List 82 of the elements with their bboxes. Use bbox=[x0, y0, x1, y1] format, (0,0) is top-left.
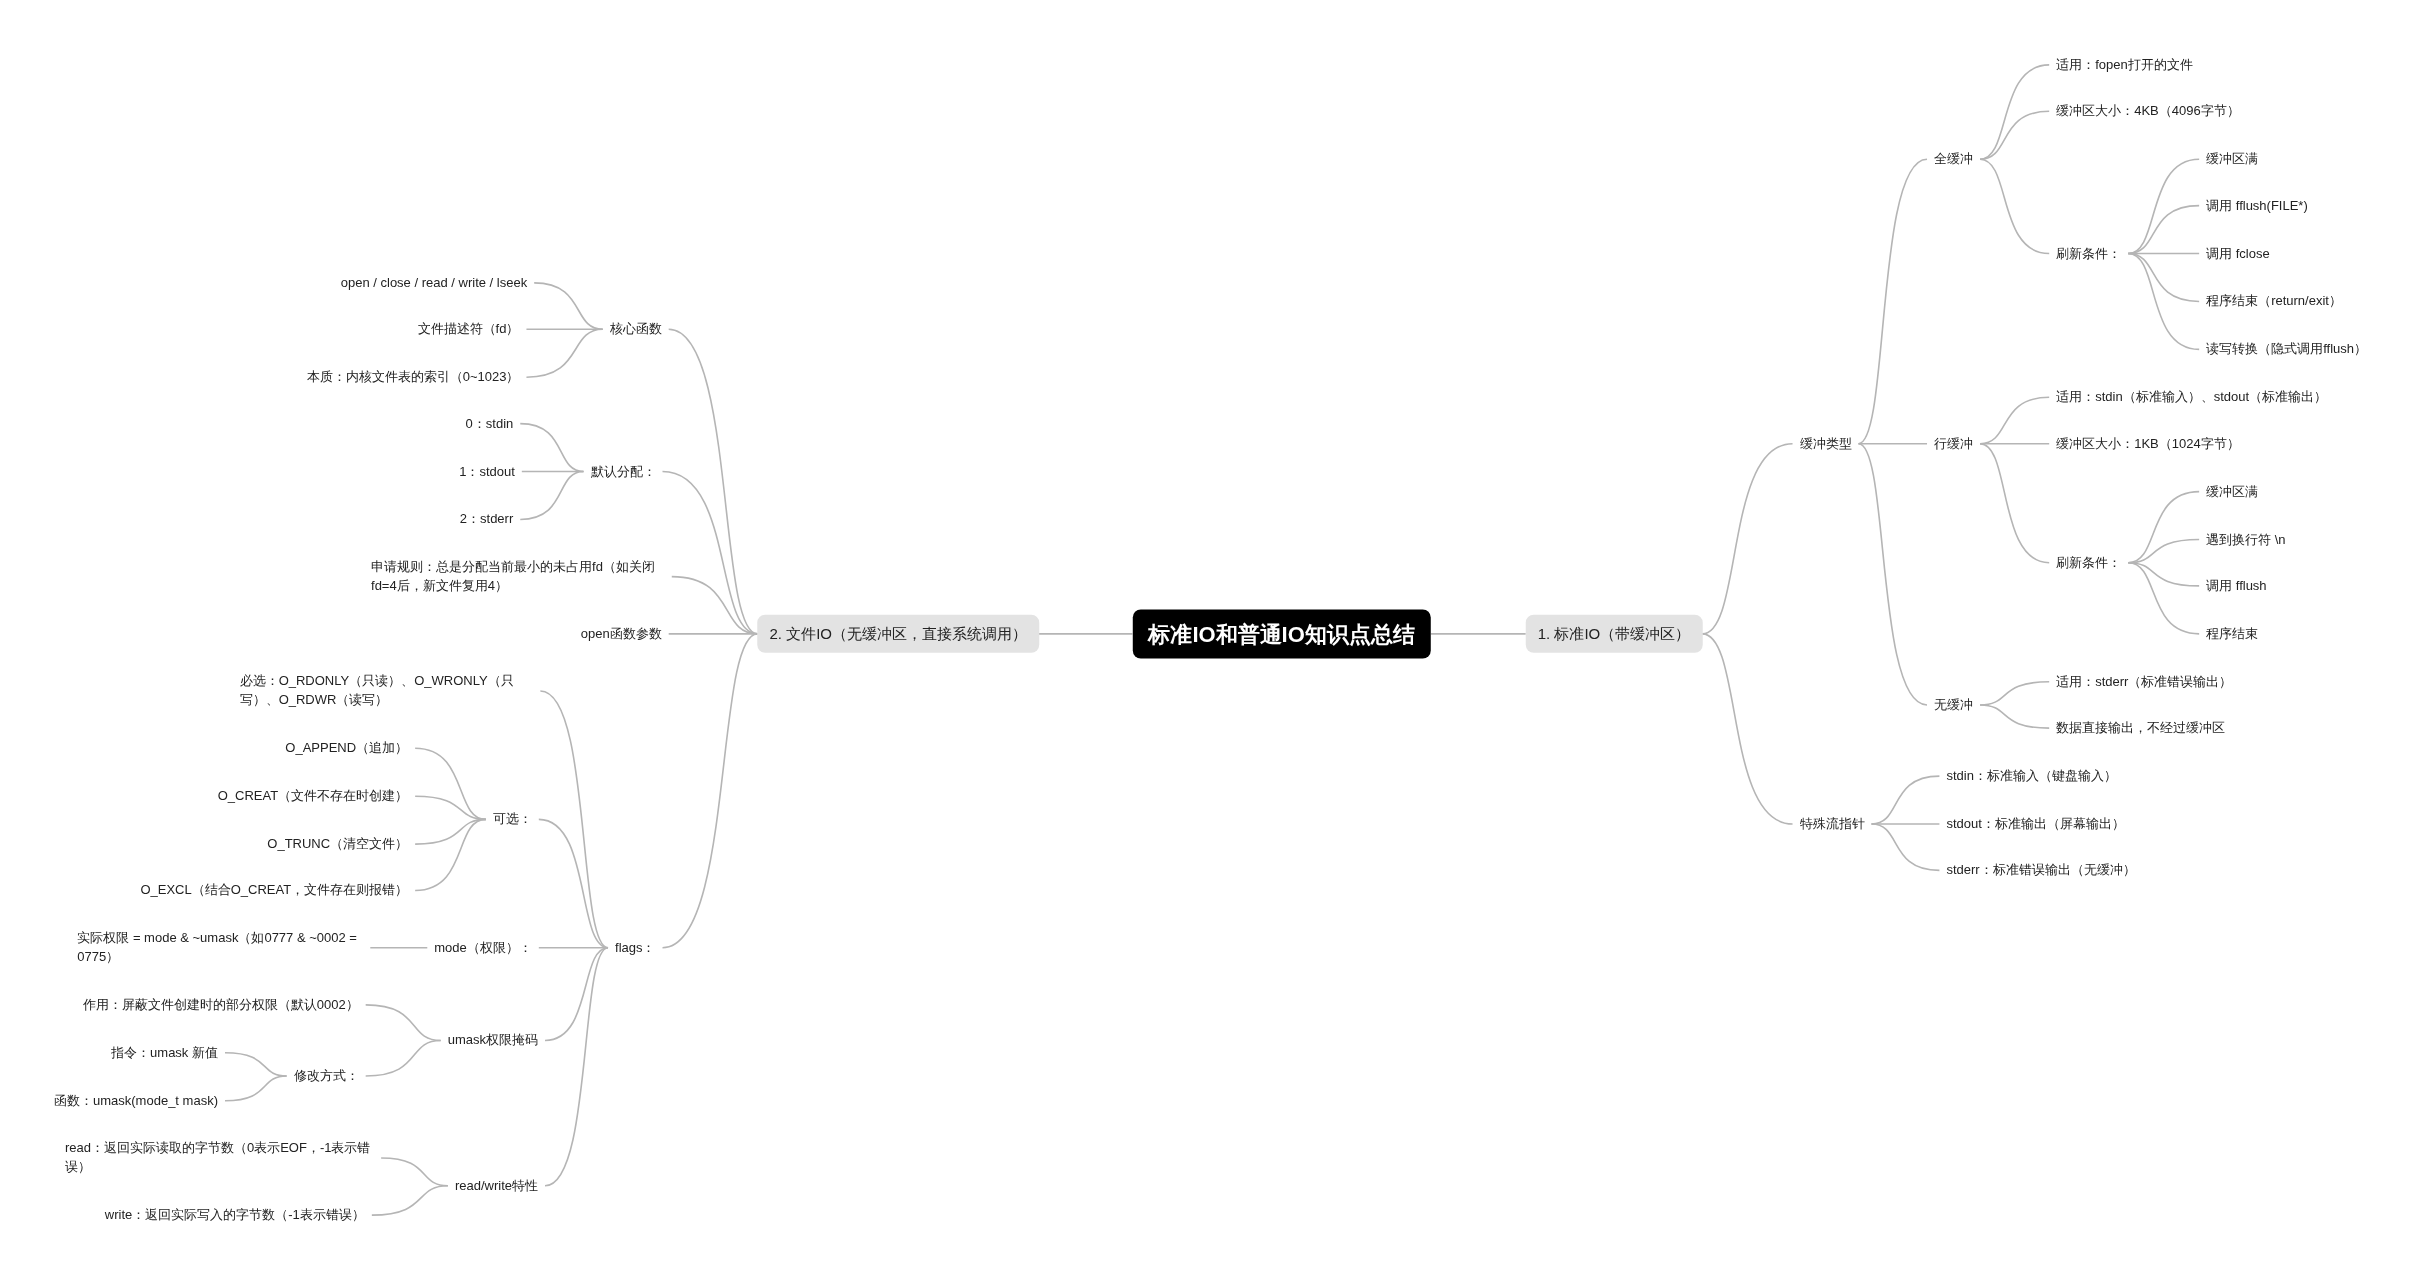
connector-line bbox=[1979, 158, 2050, 255]
topic-label: 刷新条件： bbox=[2056, 244, 2122, 263]
topic-label: 核心函数 bbox=[609, 319, 662, 339]
topic-label: 0：stdin bbox=[465, 414, 514, 433]
topic-label: umask权限掩码 bbox=[447, 1031, 538, 1050]
connector-line bbox=[519, 470, 585, 521]
topic-label: O_CREAT（文件不存在时创建） bbox=[217, 786, 409, 806]
topic-label: read/write特性 bbox=[454, 1176, 538, 1196]
topic-label: flags： bbox=[615, 938, 656, 958]
topic-label: 适用：stderr（标准错误输出） bbox=[2056, 672, 2233, 692]
connector-line bbox=[544, 946, 609, 1042]
connector-line bbox=[1979, 110, 2050, 161]
topic-label: read：返回实际读取的字节数（0表示EOF，-1表示错误） bbox=[64, 1139, 375, 1177]
topic-label: 文件描述符（fd） bbox=[417, 319, 520, 339]
connector-line bbox=[369, 946, 429, 949]
topic-box: 1. 标准IO（带缓冲区） bbox=[1525, 614, 1703, 654]
topic-label: 数据直接输出，不经过缓冲区 bbox=[2056, 718, 2226, 738]
topic-label: 默认分配： bbox=[590, 462, 656, 481]
topic-label: stderr：标准错误输出（无缓冲） bbox=[1946, 860, 2136, 880]
topic-label: stdin：标准输入（键盘输入） bbox=[1946, 766, 2117, 786]
topic-label: 缓冲区满 bbox=[2206, 482, 2259, 502]
topic-label: O_APPEND（追加） bbox=[285, 738, 409, 758]
topic-label: 遇到换行符 \n bbox=[2206, 530, 2286, 549]
topic-label: 缓冲区满 bbox=[2206, 149, 2259, 169]
topic-label: 读写转换（隐式调用fflush） bbox=[2206, 339, 2367, 359]
connector-line bbox=[224, 1075, 288, 1102]
topic-label: stdout：标准输出（屏幕输出） bbox=[1946, 814, 2125, 834]
topic-label: 适用：stdin（标准输入）、stdout（标准输出） bbox=[2056, 387, 2328, 407]
topic-label: write：返回实际写入的字节数（-1表示错误） bbox=[104, 1205, 365, 1225]
topic-label: 1：stdout bbox=[459, 462, 515, 481]
topic-label: 调用 fflush(FILE*) bbox=[2206, 196, 2308, 216]
connector-line bbox=[661, 633, 759, 949]
topic-label: 全缓冲 bbox=[1934, 149, 1974, 169]
topic-label: 本质：内核文件表的索引（0~1023） bbox=[306, 367, 520, 387]
connector-line bbox=[544, 946, 609, 1187]
topic-label: 调用 fclose bbox=[2206, 244, 2270, 263]
topic-label: 实际权限 = mode & ~umask（如0777 & ~0002 = 0775） bbox=[77, 928, 364, 967]
connector-line bbox=[414, 747, 487, 821]
topic-label: 2：stderr bbox=[459, 510, 514, 529]
connector-line bbox=[371, 1185, 449, 1216]
topic-label: 修改方式： bbox=[293, 1066, 359, 1086]
connector-line bbox=[1857, 158, 1928, 445]
topic-box: 2. 文件IO（无缓冲区，直接系统调用） bbox=[757, 614, 1039, 654]
topic-label: 刷新条件： bbox=[2056, 553, 2122, 573]
connector-line bbox=[1430, 633, 1527, 635]
connector-line bbox=[2127, 158, 2200, 255]
topic-label: open函数参数 bbox=[580, 624, 662, 644]
connector-line bbox=[2127, 252, 2200, 351]
topic-label: 可选： bbox=[492, 809, 532, 829]
topic-label: open / close / read / write / lseek bbox=[340, 273, 528, 293]
connector-line bbox=[364, 1039, 442, 1077]
connector-line bbox=[1701, 633, 1794, 825]
topic-label: 适用：fopen打开的文件 bbox=[2056, 55, 2193, 75]
topic-label: 必选：O_RDONLY（只读）、O_WRONLY（只写）、O_RDWR（读写） bbox=[239, 672, 534, 710]
connector-line bbox=[1979, 442, 2050, 564]
connector-line bbox=[538, 818, 609, 949]
connector-line bbox=[1979, 704, 2050, 729]
topic-label: O_TRUNC（清空文件） bbox=[267, 834, 409, 854]
connector-line bbox=[1870, 823, 1941, 872]
connector-line bbox=[414, 818, 487, 892]
topic-label: 特殊流指针 bbox=[1799, 814, 1865, 834]
topic-label: 程序结束（return/exit） bbox=[2206, 292, 2342, 311]
topic-label: 申请规则：总是分配当前最小的未占用fd（如关闭fd=4后，新文件复用4） bbox=[371, 557, 665, 596]
topic-label: 缓冲区大小：4KB（4096字节） bbox=[2056, 101, 2240, 121]
topic-label: 作用：屏蔽文件创建时的部分权限（默认0002） bbox=[82, 995, 359, 1015]
topic-label: 行缓冲 bbox=[1934, 434, 1974, 454]
topic-label: mode（权限）： bbox=[434, 938, 532, 958]
connector-line bbox=[414, 795, 487, 821]
topic-label: 调用 fflush bbox=[2206, 576, 2267, 596]
topic-label: O_EXCL（结合O_CREAT，文件存在则报错） bbox=[140, 881, 409, 900]
connector-line bbox=[2127, 561, 2200, 635]
topic-label: 缓冲区大小：1KB（1024字节） bbox=[2056, 434, 2240, 454]
connector-line bbox=[1857, 442, 1928, 706]
connector-line bbox=[1038, 633, 1134, 635]
topic-label: 缓冲类型 bbox=[1799, 434, 1852, 454]
topic-label: 无缓冲 bbox=[1934, 695, 1974, 715]
connector-line bbox=[525, 328, 604, 331]
topic-label: 函数：umask(mode_t mask) bbox=[54, 1091, 218, 1111]
topic-label: 程序结束 bbox=[2206, 624, 2259, 644]
connector-line bbox=[525, 328, 604, 379]
central-topic-box: 标准IO和普通IO知识点总结 bbox=[1132, 609, 1431, 659]
topic-label: 指令：umask 新值 bbox=[111, 1043, 218, 1063]
